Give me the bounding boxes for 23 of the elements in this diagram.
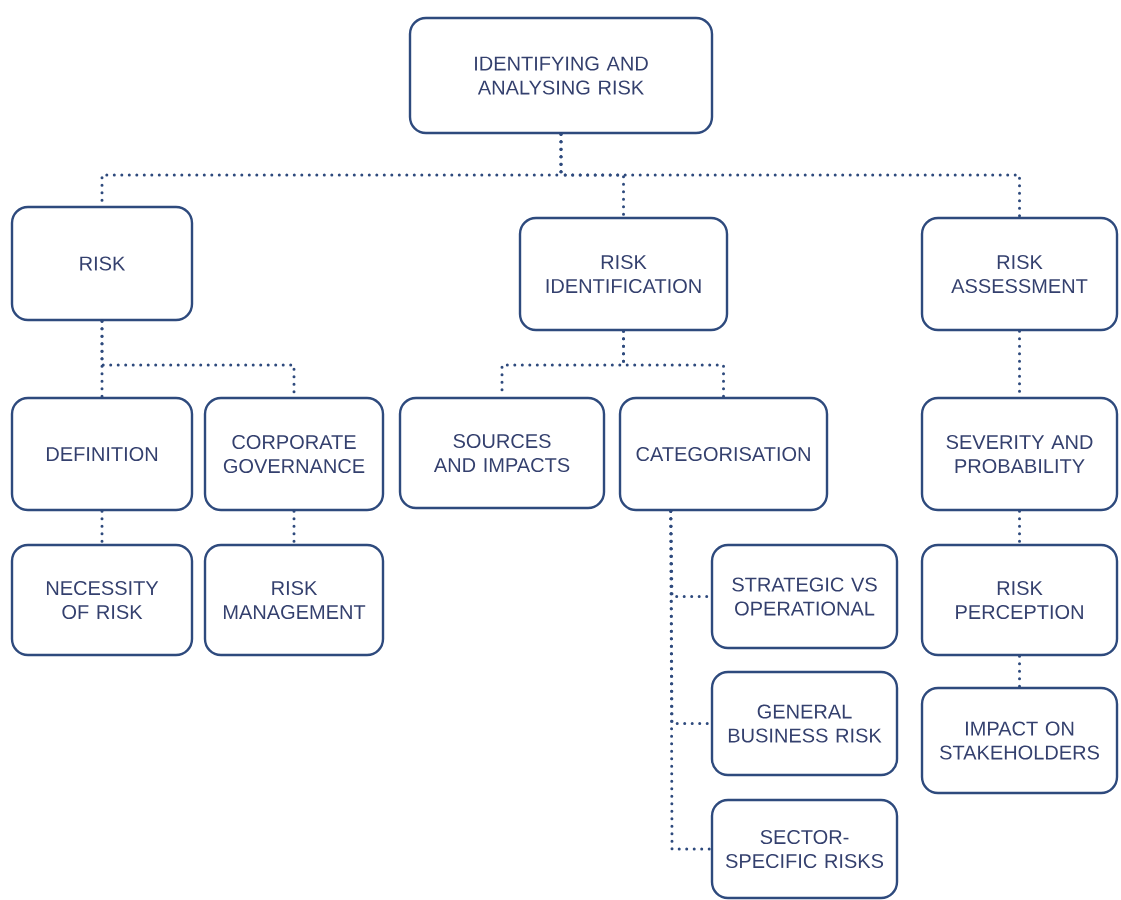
topic-box: DEFINITION [10,396,194,512]
topic-box: RISK IDENTIFICATION [518,216,729,332]
topic-box: SEVERITY AND PROBABILITY [920,396,1119,512]
topic-box: IMPACT ON STAKEHOLDERS [920,686,1119,795]
dotted-connector [100,509,104,546]
dotted-connector [559,132,1021,219]
dotted-connector [669,509,713,851]
topic-box: RISK PERCEPTION [920,543,1119,657]
topic-box: NECESSITY OF RISK [10,543,194,657]
dotted-connector [622,329,725,399]
topic-box: STRATEGIC VS OPERATIONAL [710,543,899,650]
topic-box: SOURCES AND IMPACTS [398,396,606,510]
topic-box: IDENTIFYING AND ANALYSING RISK [408,16,714,135]
topic-box: SECTOR-SPECIFIC RISKS [710,798,899,900]
dotted-connector [292,509,296,546]
topic-box: GENERAL BUSINESS RISK [710,670,899,777]
topic-box: CATEGORISATION [618,396,829,512]
topic-box: RISK [10,205,194,322]
topic-box: RISK ASSESSMENT [920,216,1119,332]
topic-box: RISK MANAGEMENT [203,543,385,657]
dotted-connector [1018,509,1021,546]
dotted-connector [1018,654,1021,689]
topic-box: CORPORATE GOVERNANCE [203,396,385,512]
